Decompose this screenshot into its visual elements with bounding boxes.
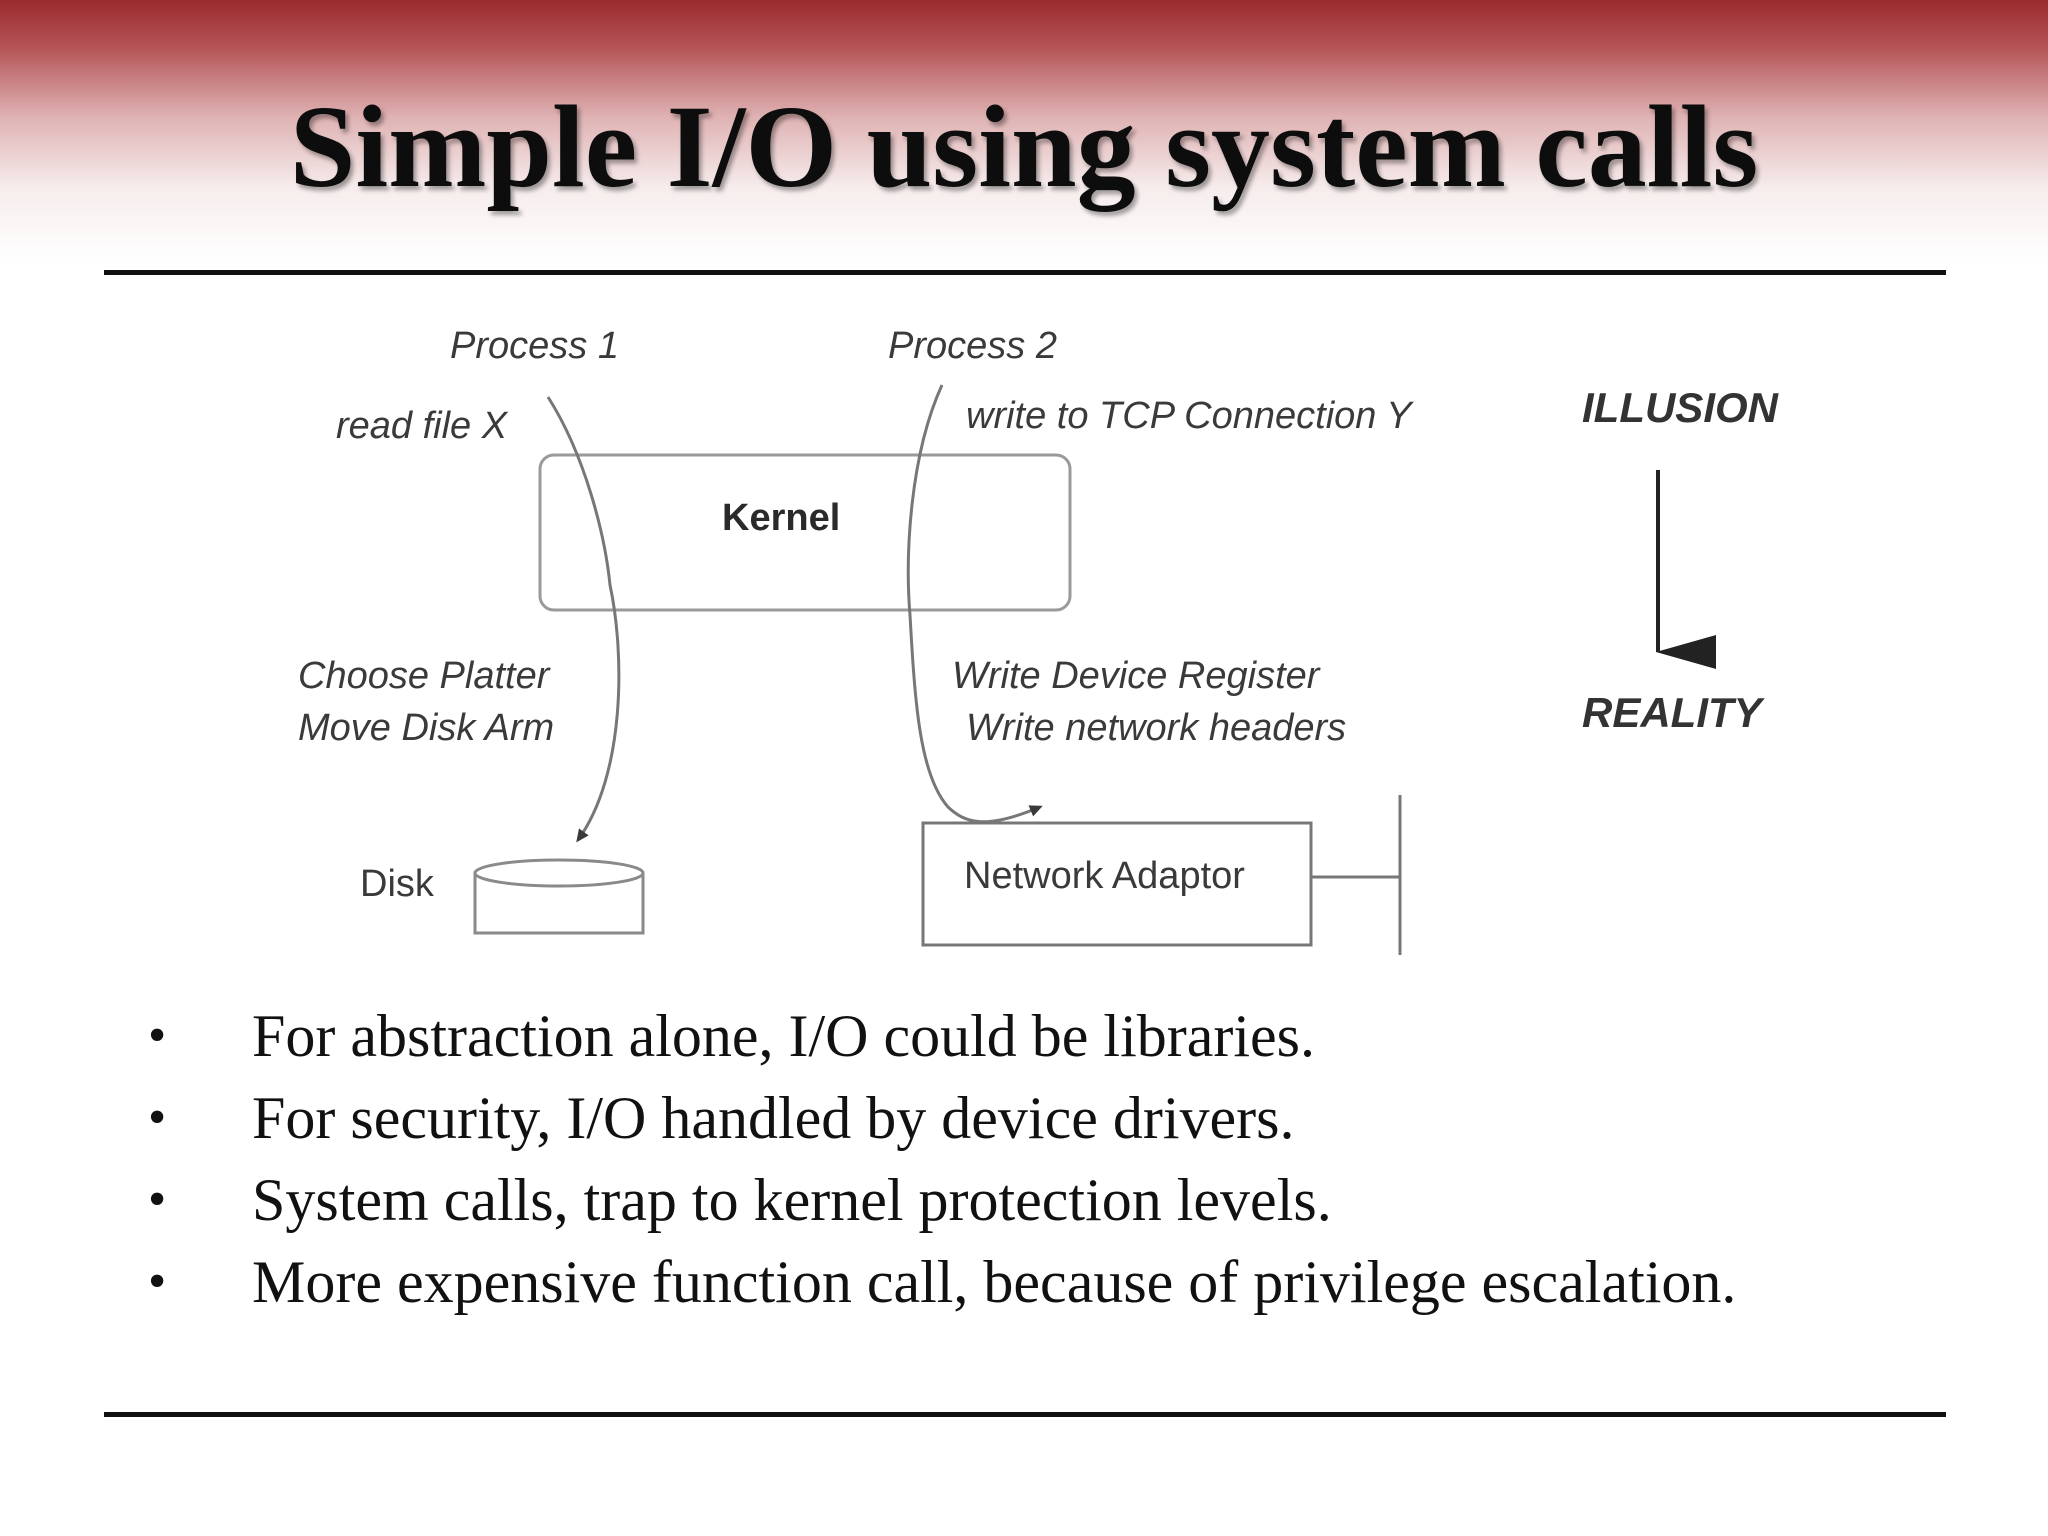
process2-action-label: write to TCP Connection Y — [966, 395, 1412, 437]
bullet-dot: • — [148, 1089, 167, 1146]
top-divider — [104, 270, 1946, 275]
disk-cylinder — [473, 858, 645, 935]
disk-label: Disk — [360, 863, 434, 905]
bullet-text: System calls, trap to kernel protection … — [252, 1167, 1332, 1233]
kernel-box — [538, 453, 1072, 612]
net-ops-line1: Write Device Register — [952, 655, 1320, 697]
process2-flow-arrow — [906, 384, 1043, 824]
title-band — [0, 0, 2048, 260]
bullet-item: • System calls, trap to kernel protection… — [140, 1159, 1900, 1241]
bullet-dot: • — [148, 1171, 167, 1228]
bullet-list: • For abstraction alone, I/O could be lib… — [140, 995, 1900, 1323]
bullet-item: • More expensive function call, because o… — [140, 1241, 1900, 1323]
process1-label: Process 1 — [450, 325, 619, 367]
network-adaptor-label: Network Adaptor — [964, 855, 1245, 897]
process2-label: Process 2 — [888, 325, 1057, 367]
network-adaptor-box — [921, 821, 1313, 947]
bottom-divider — [104, 1412, 1946, 1417]
disk-ops-line1: Choose Platter — [298, 655, 550, 697]
slide-title: Simple I/O using system calls — [289, 81, 1759, 212]
bullet-dot: • — [148, 1253, 167, 1310]
bullet-text: For abstraction alone, I/O could be libr… — [252, 1003, 1316, 1069]
diagram-lines — [473, 384, 1716, 955]
bullet-item: • For security, I/O handled by device dri… — [140, 1077, 1900, 1159]
reality-label: REALITY — [1582, 689, 1762, 736]
illusion-label: ILLUSION — [1582, 384, 1778, 431]
bullet-text: More expensive function call, because of… — [252, 1249, 1737, 1315]
disk-ops-line2: Move Disk Arm — [298, 707, 555, 749]
bullet-text: For security, I/O handled by device driv… — [252, 1085, 1295, 1151]
bullet-dot: • — [148, 1007, 167, 1064]
process1-flow-arrow — [546, 396, 621, 843]
io-diagram: Process 1 Process 2 read file X write to… — [260, 305, 1820, 965]
net-ops-line2: Write network headers — [966, 707, 1347, 749]
bullet-item: • For abstraction alone, I/O could be lib… — [140, 995, 1900, 1077]
process1-action-label: read file X — [336, 405, 508, 447]
kernel-label: Kernel — [722, 497, 841, 539]
